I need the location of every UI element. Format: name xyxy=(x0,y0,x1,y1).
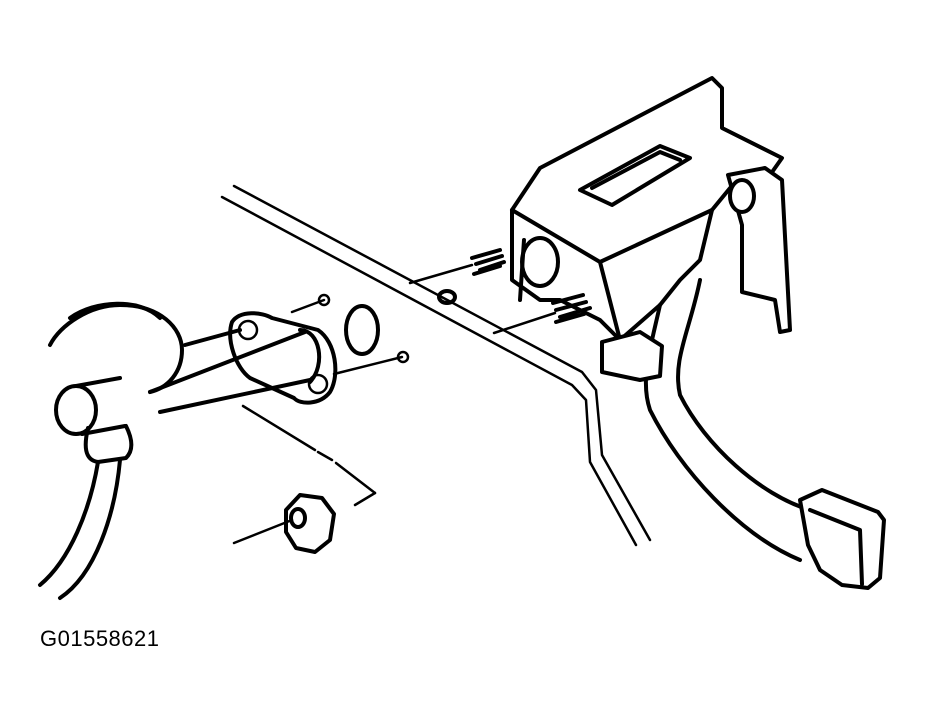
leader-line xyxy=(241,404,377,507)
pedal-pad xyxy=(798,488,886,590)
bracket-studs xyxy=(408,248,592,335)
pivot-arm xyxy=(726,166,792,334)
vacuum-hose xyxy=(38,301,184,600)
booster-pushrod xyxy=(148,328,321,414)
mounting-flange xyxy=(228,293,410,405)
pedal-bracket xyxy=(510,76,784,342)
brake-pedal-lever xyxy=(600,278,812,562)
figure-code: G01558621 xyxy=(40,626,160,651)
mounting-nut xyxy=(232,493,336,554)
firewall-panel xyxy=(220,184,652,547)
